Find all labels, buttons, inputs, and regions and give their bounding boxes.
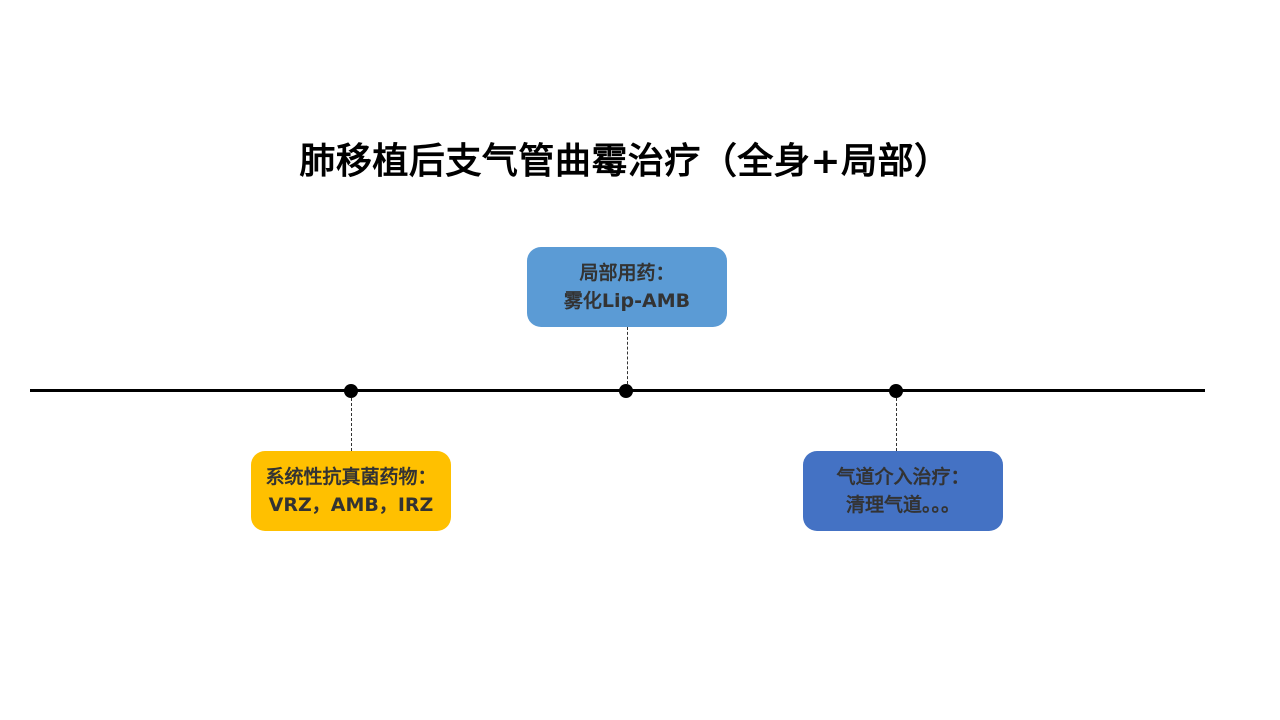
connector-systemic bbox=[351, 398, 352, 451]
node-local-label: 局部用药： bbox=[579, 262, 675, 284]
timeline-dot-systemic bbox=[344, 384, 358, 398]
node-local-detail: 雾化Lip-AMB bbox=[563, 290, 691, 312]
connector-airway bbox=[896, 398, 897, 451]
node-systemic-treatment: 系统性抗真菌药物： VRZ，AMB，IRZ bbox=[251, 451, 451, 531]
node-systemic-label: 系统性抗真菌药物： bbox=[265, 466, 437, 488]
connector-local bbox=[627, 327, 628, 384]
diagram-title: 肺移植后支气管曲霉治疗（全身+局部） bbox=[299, 141, 951, 182]
node-airway-treatment: 气道介入治疗： 清理气道。。。 bbox=[803, 451, 1003, 531]
timeline-dot-airway bbox=[889, 384, 903, 398]
node-local-treatment: 局部用药： 雾化Lip-AMB bbox=[527, 247, 727, 327]
timeline-axis bbox=[30, 389, 1205, 392]
node-systemic-detail: VRZ，AMB，IRZ bbox=[268, 494, 434, 516]
timeline-dot-local bbox=[619, 384, 633, 398]
node-airway-label: 气道介入治疗： bbox=[836, 466, 970, 488]
node-airway-detail: 清理气道。。。 bbox=[845, 494, 960, 516]
